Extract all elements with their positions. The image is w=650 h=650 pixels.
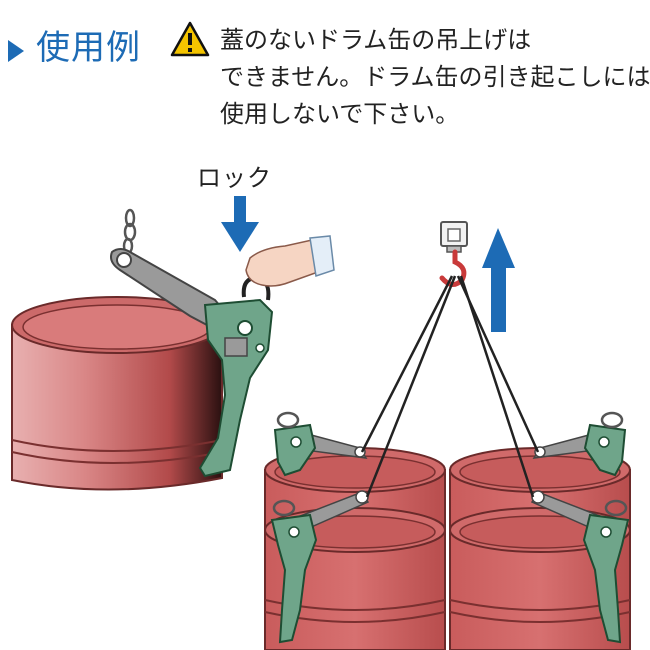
hook-icon (439, 221, 468, 287)
back-left-clamp (273, 411, 317, 477)
lock-label: ロック (197, 164, 272, 192)
lifting-slings (360, 275, 540, 498)
arrow-up-icon (482, 228, 515, 332)
page-title: 使用例 (36, 28, 141, 68)
note-line: 使用しないで下さい。 (220, 100, 460, 128)
back-right-clamp (583, 411, 627, 477)
front-left-clamp (270, 499, 318, 644)
play-triangle-icon (8, 40, 24, 62)
warning-note: 蓋のないドラム缶の吊上げは できません。ドラム缶の引き起こしには 使用しないで下… (220, 22, 650, 133)
chain (122, 208, 137, 255)
header: 使用例 蓋のないドラム缶の吊上げは できません。ドラム缶の引き起こしには 使用し… (0, 0, 650, 140)
front-right-clamp (582, 499, 630, 644)
note-line: できません。ドラム缶の引き起こしには (220, 63, 650, 91)
warning-icon (170, 21, 210, 57)
back-clamp-arms (298, 430, 602, 459)
hand-illustration (245, 235, 335, 287)
note-line: 蓋のないドラム缶の吊上げは (220, 26, 532, 54)
arrow-down-icon (221, 196, 259, 252)
left-drum (11, 296, 223, 491)
